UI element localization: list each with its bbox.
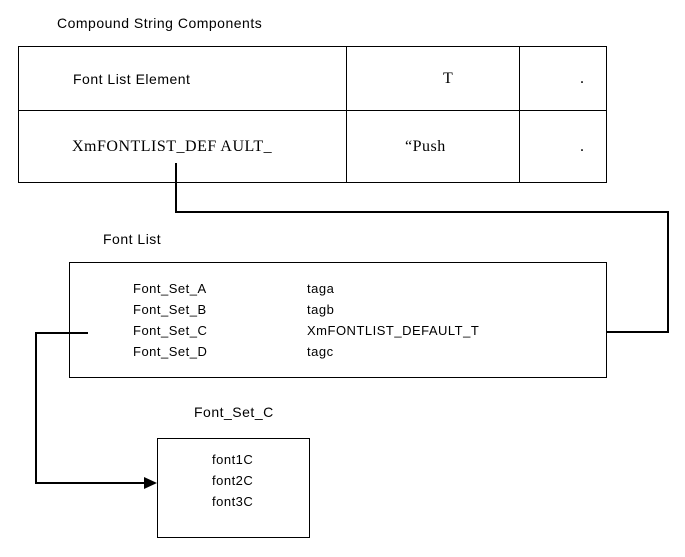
font-set-item: font2C bbox=[212, 473, 254, 488]
font-list-entry-tag: XmFONTLIST_DEFAULT_T bbox=[307, 323, 480, 338]
font-set-item: font3C bbox=[212, 494, 254, 509]
connector-table-down-line bbox=[175, 163, 177, 213]
connector-left-vertical-line bbox=[35, 332, 37, 484]
font-list-entry-name: Font_Set_B bbox=[133, 302, 207, 317]
connector-right-vertical-line bbox=[667, 211, 669, 333]
compound-string-table: Font List Element T . XmFONTLIST_DEF AUL… bbox=[18, 46, 607, 183]
font-list-label: Font List bbox=[103, 231, 162, 247]
table-cell-dot-2: . bbox=[520, 111, 607, 182]
text-t-label: T bbox=[443, 69, 454, 87]
connector-into-fontset-line bbox=[35, 482, 145, 484]
dot-2-label: . bbox=[580, 137, 585, 155]
connector-top-horizontal-line bbox=[175, 211, 669, 213]
font-set-label: Font_Set_C bbox=[194, 404, 274, 420]
font-list-entry-tag: tagb bbox=[307, 302, 335, 317]
xmfontlist-default-label: XmFONTLIST_DEF AULT_ bbox=[72, 137, 273, 155]
font-list-entry-name: Font_Set_D bbox=[133, 344, 208, 359]
table-cell-font-list-element: Font List Element bbox=[19, 47, 347, 111]
table-cell-text-t: T bbox=[347, 47, 520, 111]
dot-1-label: . bbox=[580, 69, 585, 87]
table-cell-push: “Push bbox=[347, 111, 520, 182]
connector-entry-branch-line bbox=[35, 332, 88, 334]
push-label: “Push bbox=[405, 137, 446, 155]
arrowhead-right-icon bbox=[144, 477, 157, 489]
font-set-box bbox=[157, 438, 310, 538]
font-list-entry-name: Font_Set_A bbox=[133, 281, 207, 296]
table-cell-dot-1: . bbox=[520, 47, 607, 111]
diagram-title: Compound String Components bbox=[57, 15, 263, 31]
font-list-entry-name: Font_Set_C bbox=[133, 323, 208, 338]
font-list-entry-tag: taga bbox=[307, 281, 335, 296]
font-list-entry-tag: tagc bbox=[307, 344, 334, 359]
font-list-box bbox=[69, 262, 607, 378]
table-cell-xmfontlist-default: XmFONTLIST_DEF AULT_ bbox=[19, 111, 347, 182]
font-list-element-label: Font List Element bbox=[73, 70, 191, 87]
font-set-item: font1C bbox=[212, 452, 254, 467]
